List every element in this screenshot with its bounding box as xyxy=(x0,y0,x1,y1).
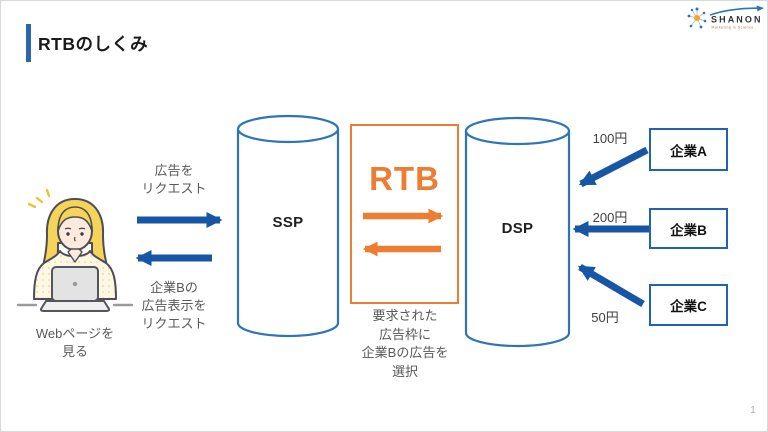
bidder-a-bid: 100円 xyxy=(592,131,628,146)
person-illustration xyxy=(16,188,134,312)
neck xyxy=(67,248,83,263)
bidder-c-arrow xyxy=(577,263,645,308)
page-title: RTBのしくみ xyxy=(38,34,149,54)
viewer-caption: Webページを 見る xyxy=(35,326,115,359)
request-ad-caption: 広告を リクエスト xyxy=(141,163,207,196)
ssp-label: SSP xyxy=(272,214,304,231)
bidder-b-name: 企業B xyxy=(670,222,707,238)
shanon-logo: SHANON Marketing is Science xyxy=(687,5,764,30)
rtb-box: RTB xyxy=(350,124,459,304)
rtb-title: RTB xyxy=(369,160,440,197)
bidder-b-bid: 200円 xyxy=(592,210,628,225)
logo-tagline: Marketing is Science xyxy=(712,26,754,30)
request-display-caption: 企業Bの 広告表示を リクエスト xyxy=(141,280,207,331)
page-number: 1 xyxy=(750,405,756,416)
laptop xyxy=(39,266,111,312)
logo-brand-text: SHANON xyxy=(711,15,763,25)
network-icon xyxy=(687,7,707,29)
bidder-b-card: 企業B xyxy=(649,208,728,249)
bidder-a-card: 企業A xyxy=(649,128,728,171)
sparkle-icon xyxy=(27,188,51,209)
dsp-label: DSP xyxy=(501,220,534,237)
face-features xyxy=(64,227,86,242)
bidder-c-name: 企業C xyxy=(670,299,707,314)
bidder-c-bid: 50円 xyxy=(591,310,619,325)
title-accent-bar xyxy=(26,24,31,62)
bidder-c-card: 企業C xyxy=(649,284,728,326)
bidder-a-arrow xyxy=(578,146,649,188)
logo-arrow-icon xyxy=(709,5,764,16)
hair-bangs xyxy=(57,206,93,232)
rtb-result-caption: 要求された 広告枠に 企業Bの広告を 選択 xyxy=(361,308,449,379)
bidder-a-name: 企業A xyxy=(670,143,707,159)
